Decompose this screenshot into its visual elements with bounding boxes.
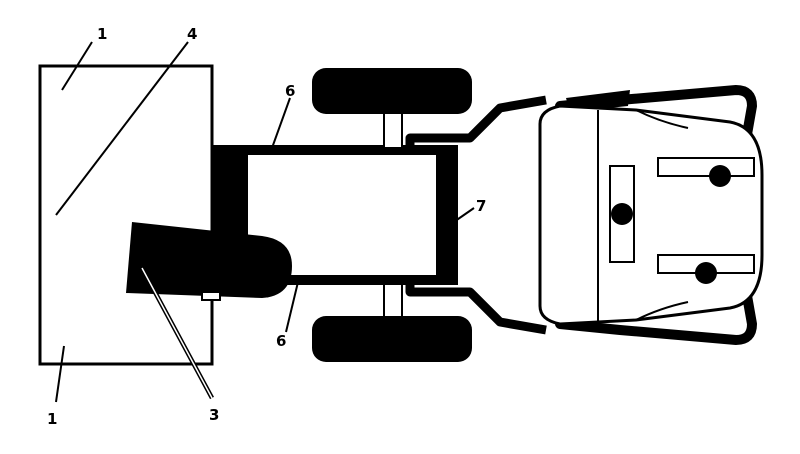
front-panel [38, 64, 214, 366]
frame-top-rail [212, 145, 458, 155]
leader-6-bottom [285, 281, 299, 333]
handle-top [555, 85, 757, 145]
axle-top [383, 111, 403, 149]
callout-6-top: 6 [285, 82, 295, 100]
housing-fold-bottom [635, 301, 689, 321]
leader-1-bottom [55, 345, 65, 403]
leader-3-inner [141, 267, 213, 399]
callout-3: 3 [209, 406, 219, 424]
frame-bottom-rail [248, 275, 458, 285]
callout-1-top: 1 [97, 25, 107, 43]
wheel-top [312, 68, 472, 114]
leader-1-top [61, 41, 93, 91]
callout-4: 4 [187, 25, 197, 43]
callout-7: 7 [476, 197, 486, 215]
leader-7 [447, 207, 475, 227]
callout-1-bottom: 1 [47, 410, 57, 428]
housing-fold-top [635, 109, 689, 129]
handle-bottom [555, 285, 757, 345]
engine-housing [538, 104, 764, 326]
leader-6-top [271, 97, 291, 149]
control-knob-vertical [611, 203, 633, 225]
leader-4 [55, 41, 189, 216]
frame-left-block [212, 145, 248, 235]
link-arm-bottom [405, 285, 547, 335]
link-arm-top [405, 95, 547, 145]
frame-right-rail [436, 145, 458, 285]
control-knob-lower [695, 262, 717, 284]
discharge-chute [126, 222, 292, 298]
control-knob-upper [709, 165, 731, 187]
chute-mount [201, 291, 221, 301]
wheel-bottom [312, 316, 472, 362]
control-slot-upper [657, 157, 755, 177]
callout-6-bottom: 6 [276, 332, 286, 350]
axle-bottom [383, 283, 403, 321]
